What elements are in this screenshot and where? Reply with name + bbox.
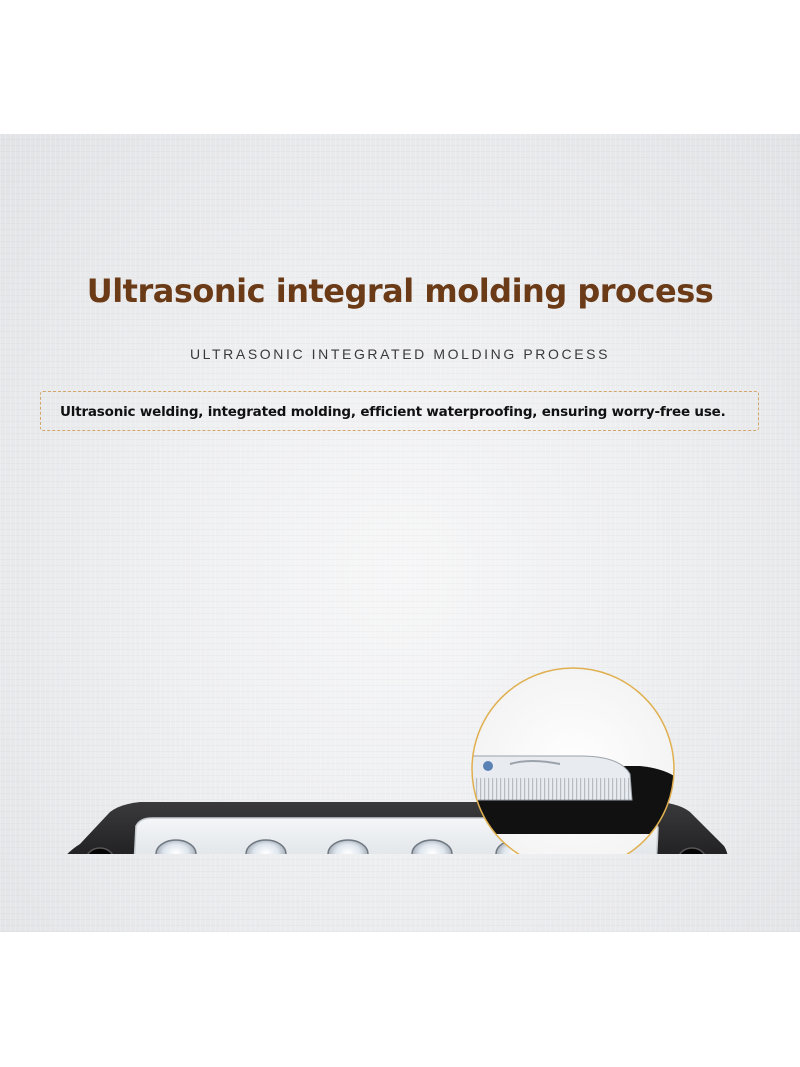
zoom-detail <box>471 667 675 854</box>
page-subtitle: ULTRASONIC INTEGRATED MOLDING PROCESS <box>189 346 611 362</box>
led-3 <box>327 839 369 854</box>
page-title: Ultrasonic integral molding process <box>86 272 714 310</box>
led-2 <box>245 839 287 854</box>
mounting-hole-left <box>86 847 114 854</box>
zoom-ring <box>471 667 675 854</box>
background-panel: Ultrasonic integral molding process ULTR… <box>0 134 800 932</box>
mounting-hole-right <box>678 847 706 854</box>
callout-box <box>40 391 759 431</box>
led-4 <box>411 839 453 854</box>
callout-text: Ultrasonic welding, integrated molding, … <box>60 404 726 420</box>
product-image <box>67 667 728 854</box>
led-1 <box>155 839 197 854</box>
